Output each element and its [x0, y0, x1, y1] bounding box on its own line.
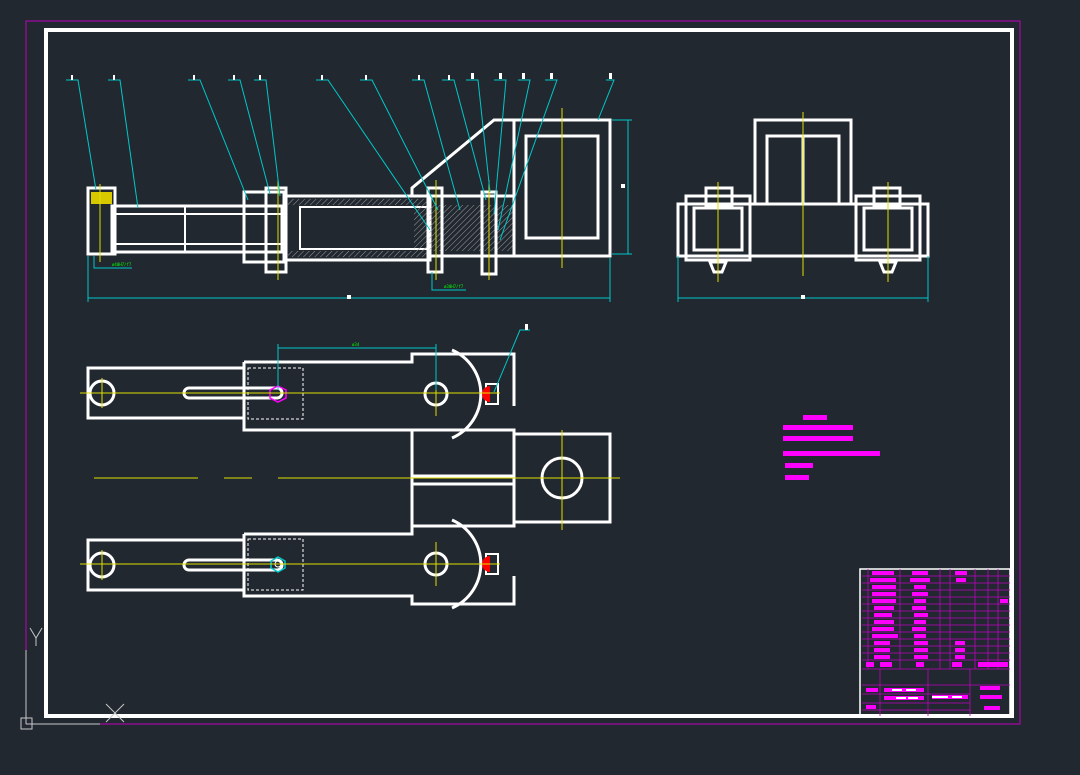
top-centerlines [80, 372, 620, 586]
side-left-nut [707, 260, 729, 274]
top-lower-left-bar [86, 538, 246, 592]
top-upper-arm [242, 352, 516, 432]
front-left-dim-text: ø40H7/f7 [112, 262, 132, 267]
top-upper-hex-nut [269, 385, 287, 403]
front-left-block [86, 186, 117, 256]
front-left-block-hatch [91, 192, 112, 204]
top-lower-hex-nut [270, 556, 286, 573]
title-area [862, 669, 1010, 716]
front-leaders [66, 79, 615, 241]
top-lower-arm [242, 526, 516, 606]
top-balloon-mark [525, 324, 528, 330]
front-middle-hatch-bottom [288, 251, 428, 257]
front-dimensions [87, 119, 632, 302]
front-right-dim-text: ø30H7/f7 [444, 284, 464, 289]
front-pin-left [426, 186, 444, 274]
front-overall-dim-mark [347, 295, 351, 299]
side-dim-mark [801, 295, 805, 299]
top-lower-slot [182, 558, 284, 572]
front-collar-nut [264, 186, 288, 274]
side-centerlines [717, 112, 889, 282]
top-upper-arc [451, 348, 483, 440]
top-dim-text: ø34 [352, 342, 360, 347]
front-view[interactable] [86, 118, 612, 276]
front-rod-outer [110, 204, 284, 254]
front-height-dim-mark [621, 184, 625, 188]
top-dimensions [277, 329, 530, 393]
top-view[interactable] [86, 348, 612, 610]
side-right-nut [877, 260, 899, 274]
front-middle-tube [282, 194, 432, 262]
bom-text-bars [866, 571, 1008, 667]
title-block[interactable] [859, 568, 1011, 717]
title-white-bars [892, 689, 962, 699]
front-rod-inner [111, 213, 283, 245]
side-left-cap [704, 186, 734, 208]
front-middle-hatch-top [288, 199, 428, 205]
sheet-inner-border [44, 28, 1014, 718]
top-red-clamps [482, 383, 499, 575]
front-middle-bore [299, 206, 429, 250]
front-balloon-marks [71, 73, 612, 80]
bom-table [862, 569, 1010, 670]
front-centerlines [99, 108, 563, 280]
sheet-outer-border [25, 20, 1021, 725]
side-right-cap [872, 186, 902, 208]
ucs-icon [20, 627, 125, 730]
technical-notes [783, 415, 880, 480]
